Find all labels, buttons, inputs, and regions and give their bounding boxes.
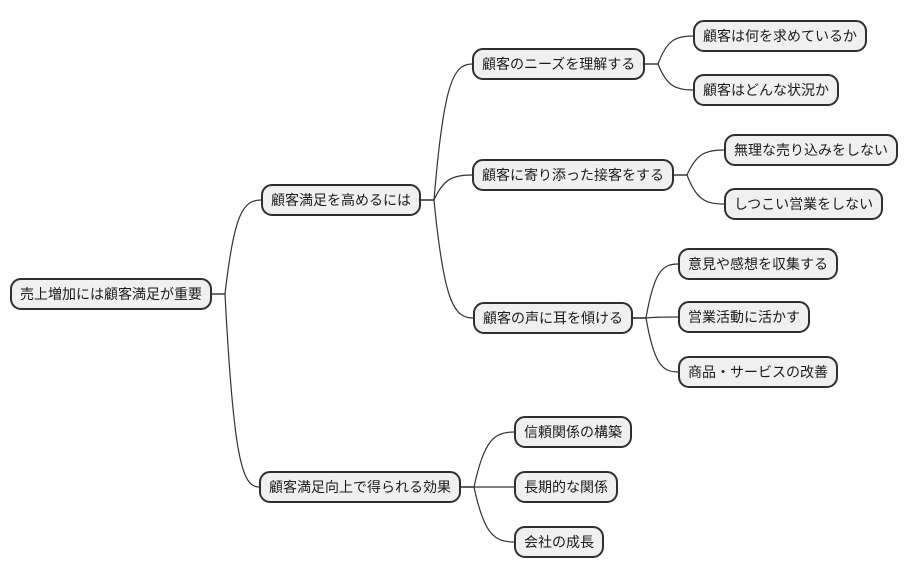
connector-n2-to-n2a <box>460 431 515 488</box>
connector-n2-to-n2c <box>460 486 515 543</box>
connector-n1a-to-n1a1 <box>644 35 694 65</box>
node-customer-situation[interactable]: 顧客はどんな状況か <box>693 74 839 106</box>
node-raise-satisfaction[interactable]: 顧客満足を高めるには <box>261 184 421 216</box>
node-benefits-of-satisfaction[interactable]: 顧客満足向上で得られる効果 <box>259 471 461 503</box>
connector-n1-to-n1a <box>420 63 473 201</box>
node-understand-needs[interactable]: 顧客のニーズを理解する <box>472 48 646 80</box>
connector-n1c-to-n1c3 <box>632 317 679 373</box>
node-collect-feedback[interactable]: 意見や感想を収集する <box>678 248 838 280</box>
connector-n1b-to-n1b1 <box>673 149 725 176</box>
node-company-growth[interactable]: 会社の成長 <box>514 526 604 558</box>
connector-root-to-n2 <box>211 293 260 488</box>
node-long-term-relationship[interactable]: 長期的な関係 <box>514 471 618 503</box>
node-root-sales-increase[interactable]: 売上増加には顧客満足が重要 <box>10 278 212 310</box>
connector-n1-to-n1b <box>420 174 473 201</box>
node-attentive-service[interactable]: 顧客に寄り添った接客をする <box>472 159 674 191</box>
connector-n1c-to-n1c2 <box>632 316 679 319</box>
node-no-pushy-sales[interactable]: しつこい営業をしない <box>724 188 884 220</box>
node-no-hard-selling[interactable]: 無理な売り込みをしない <box>724 134 898 166</box>
connector-n1a-to-n1a2 <box>644 63 694 91</box>
connector-n1-to-n1c <box>420 199 474 319</box>
connector-n1b-to-n1b2 <box>673 174 725 205</box>
connector-root-to-n1 <box>211 199 262 295</box>
node-what-customer-wants[interactable]: 顧客は何を求めているか <box>693 20 867 52</box>
node-improve-products[interactable]: 商品・サービスの改善 <box>678 356 838 388</box>
node-use-in-sales-activities[interactable]: 営業活動に活かす <box>678 301 810 333</box>
node-listen-to-customers[interactable]: 顧客の声に耳を傾ける <box>473 302 633 334</box>
connector-n1c-to-n1c1 <box>632 263 679 319</box>
node-build-trust[interactable]: 信頼関係の構築 <box>514 416 632 448</box>
